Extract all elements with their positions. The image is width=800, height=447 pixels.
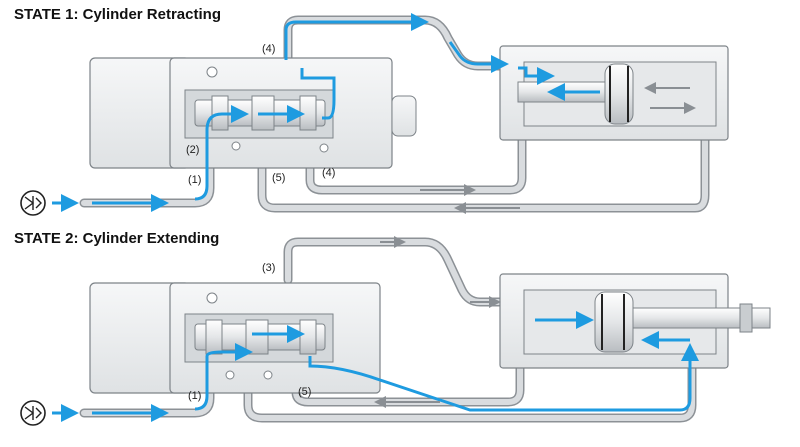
exhaust-arrows bbox=[374, 236, 501, 408]
state-1-diagram: (4) (2) (1) (5) (4) bbox=[20, 13, 729, 216]
port-label: (4) bbox=[262, 43, 275, 55]
state-1-title: STATE 1: Cylinder Retracting bbox=[14, 6, 221, 23]
pipes bbox=[79, 237, 697, 423]
directional-valve bbox=[89, 57, 417, 169]
flow-arrows bbox=[92, 13, 600, 212]
port-label: (4) bbox=[322, 167, 335, 179]
cylinder bbox=[499, 45, 729, 141]
cylinder bbox=[499, 273, 771, 369]
port-label: (5) bbox=[298, 386, 311, 398]
flow-arrows bbox=[92, 311, 699, 422]
port-label: (3) bbox=[262, 262, 275, 274]
state-2-title: STATE 2: Cylinder Extending bbox=[14, 230, 220, 247]
port-label: (1) bbox=[188, 174, 201, 186]
port-label: (2) bbox=[186, 144, 199, 156]
state-2-diagram: (3) (1) (5) bbox=[20, 236, 771, 426]
air-supply-icon bbox=[20, 400, 46, 426]
port-label: (1) bbox=[188, 390, 201, 402]
air-supply-icon bbox=[20, 190, 46, 216]
exhaust-arrows bbox=[420, 82, 696, 214]
directional-valve bbox=[89, 282, 381, 394]
port-label: (5) bbox=[272, 172, 285, 184]
